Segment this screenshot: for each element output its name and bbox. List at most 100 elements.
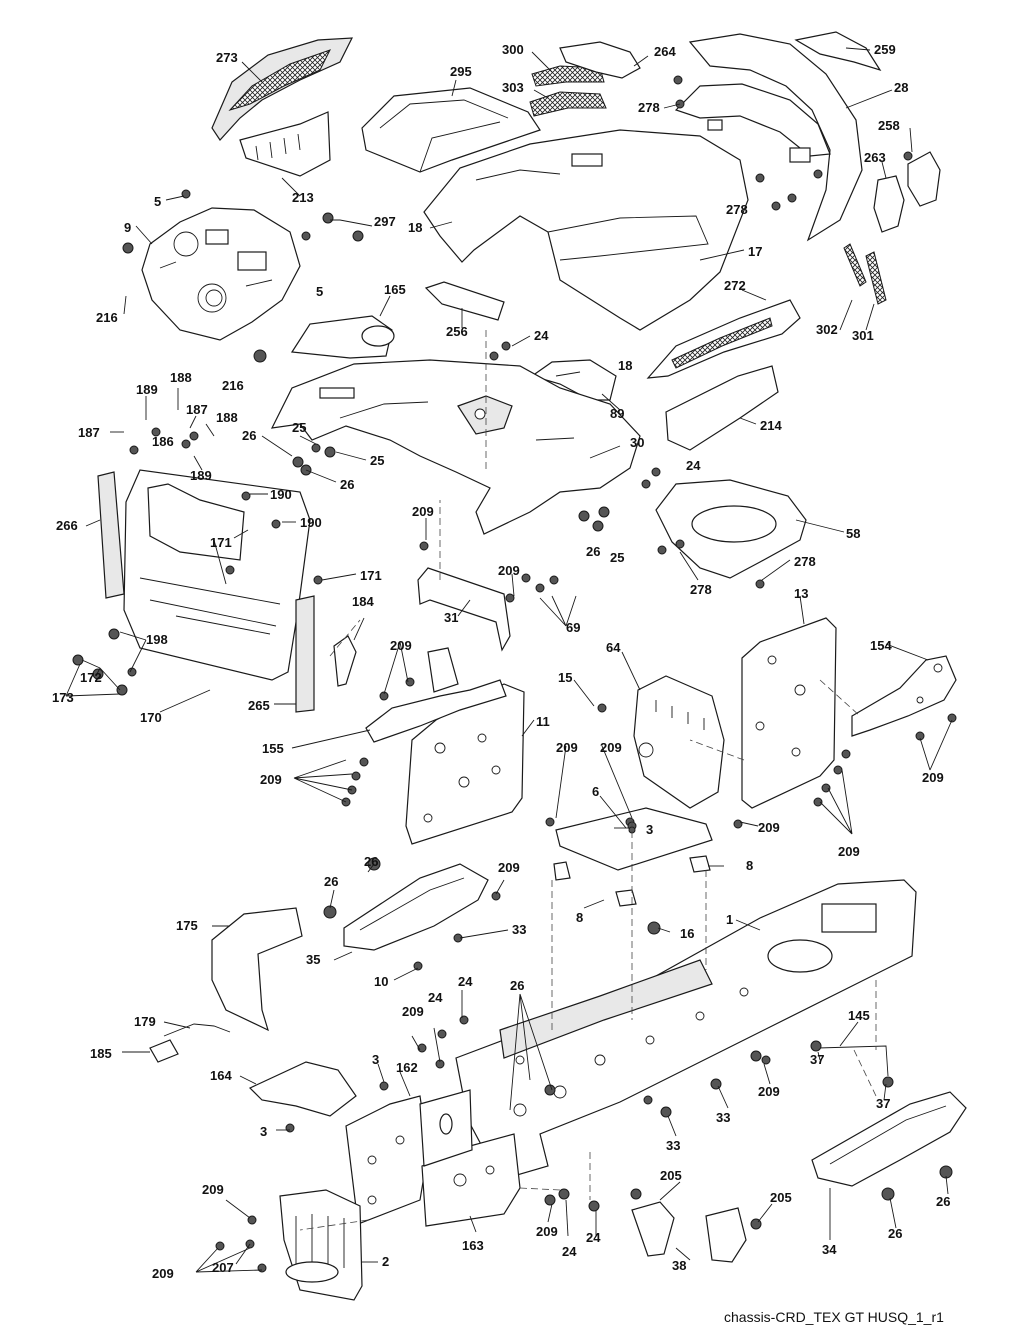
hood-cap-259	[794, 31, 882, 72]
hood-main-17	[423, 129, 749, 331]
callout-209-l: 209	[758, 1084, 780, 1099]
callout-190-mid: 190	[300, 515, 322, 530]
callout-302: 302	[816, 322, 838, 337]
callout-209-o: 209	[152, 1266, 174, 1281]
bracket-2	[279, 1189, 363, 1301]
callout-209-k: 209	[402, 1004, 424, 1019]
shield-175	[211, 907, 303, 1032]
callout-205-b: 205	[770, 1190, 792, 1205]
callout-185: 185	[90, 1046, 112, 1061]
callout-213: 213	[292, 190, 314, 205]
footrest-34	[811, 1091, 967, 1187]
callout-24-d: 24	[428, 990, 443, 1005]
fasteners	[72, 75, 957, 1273]
plate-64	[633, 675, 725, 809]
callout-179: 179	[134, 1014, 156, 1029]
side-rail-266	[97, 471, 125, 599]
callout-16: 16	[680, 926, 694, 941]
panel-214	[665, 365, 779, 451]
callout-25-mid2: 25	[370, 453, 384, 468]
callout-155: 155	[262, 741, 284, 756]
callout-175: 175	[176, 918, 198, 933]
callout-187-left: 187	[78, 425, 100, 440]
callout-145: 145	[848, 1008, 870, 1023]
callout-300: 300	[502, 42, 524, 57]
callout-278-b2: 278	[794, 554, 816, 569]
callout-198: 198	[146, 632, 168, 647]
callout-170: 170	[140, 710, 162, 725]
headlight-lens-264	[559, 41, 641, 79]
plate-420	[419, 1089, 473, 1167]
hood-top-295	[361, 87, 541, 173]
frame-plate-162	[345, 1095, 429, 1225]
bracket-184	[333, 635, 357, 687]
callout-154: 154	[870, 638, 892, 653]
callout-207: 207	[212, 1260, 234, 1275]
callout-89: 89	[610, 406, 624, 421]
dash-frame-170	[123, 469, 311, 681]
grille-insert-300	[531, 65, 605, 87]
callout-25-mid1: 25	[292, 420, 306, 435]
callout-24-f: 24	[586, 1230, 601, 1245]
callout-209-c: 209	[390, 638, 412, 653]
callout-188-mid: 188	[216, 410, 238, 425]
callout-15: 15	[558, 670, 572, 685]
bracket-164	[248, 1061, 357, 1117]
footrest-33	[343, 863, 489, 951]
callout-209-i: 209	[922, 770, 944, 785]
side-lens-263	[873, 175, 905, 233]
callout-258: 258	[878, 118, 900, 133]
callout-26-c: 26	[364, 854, 378, 869]
seat-pan-58	[655, 479, 807, 579]
callout-278-right: 278	[726, 202, 748, 217]
callout-265: 265	[248, 698, 270, 713]
fender-30	[270, 359, 641, 535]
callout-209-j: 209	[498, 860, 520, 875]
callout-303: 303	[502, 80, 524, 95]
strap-145	[817, 1045, 889, 1077]
callout-301: 301	[852, 328, 874, 343]
callout-69: 69	[566, 620, 580, 635]
callout-28: 28	[894, 80, 908, 95]
hood-housing-28	[674, 33, 863, 242]
callout-172: 172	[80, 670, 102, 685]
callout-209-e: 209	[556, 740, 578, 755]
clips-8	[553, 855, 711, 907]
callout-58: 58	[846, 526, 860, 541]
callout-30: 30	[630, 435, 644, 450]
grille-insert-303	[529, 91, 607, 117]
callout-8-b: 8	[576, 910, 583, 925]
callout-214: 214	[760, 418, 782, 433]
callout-278-b1: 278	[690, 582, 712, 597]
callout-26-mid1: 26	[242, 428, 256, 443]
cup-holder-89	[530, 359, 617, 401]
callout-209-d: 209	[260, 772, 282, 787]
callout-209-f: 209	[600, 740, 622, 755]
callout-209-g: 209	[758, 820, 780, 835]
callout-34: 34	[822, 1242, 837, 1257]
callout-37-a: 37	[810, 1052, 824, 1067]
callout-264: 264	[654, 44, 676, 59]
callout-163: 163	[462, 1238, 484, 1253]
callout-10: 10	[374, 974, 388, 989]
callout-216-mid: 216	[222, 378, 244, 393]
callout-263: 263	[864, 150, 886, 165]
callout-171-b: 171	[360, 568, 382, 583]
pedestal-165	[290, 315, 395, 359]
callout-259: 259	[874, 42, 896, 57]
callout-24-c: 24	[458, 974, 473, 989]
brackets-205-38	[631, 1201, 747, 1263]
front-grille-273	[211, 37, 354, 141]
callout-209-h: 209	[838, 844, 860, 859]
callout-278-top: 278	[638, 100, 660, 115]
callout-256: 256	[446, 324, 468, 339]
diagram-caption: chassis-CRD_TEX GT HUSQ_1_r1	[724, 1309, 944, 1325]
dash-panel-9	[141, 207, 301, 341]
callout-18-mid: 18	[618, 358, 632, 373]
callout-297: 297	[374, 214, 396, 229]
callout-37-b: 37	[876, 1096, 890, 1111]
callout-3-a: 3	[646, 822, 653, 837]
callout-26-e: 26	[510, 978, 524, 993]
callout-173: 173	[52, 690, 74, 705]
